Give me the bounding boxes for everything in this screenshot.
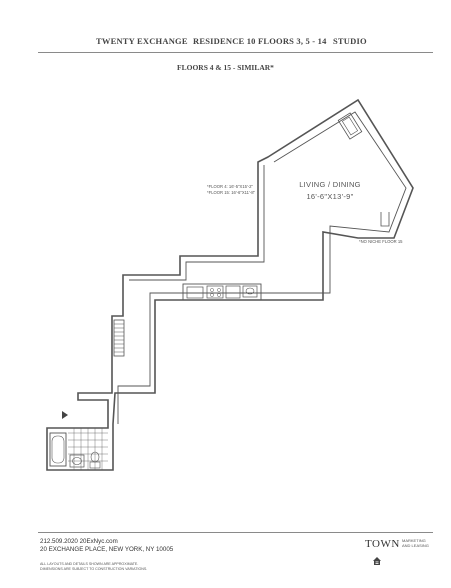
disclaimer-line-2: DIMENSIONS ARE SUBJECT TO CONSTRUCTION V… bbox=[40, 567, 148, 571]
entry-arrow-icon bbox=[62, 411, 68, 419]
residence-title: RESIDENCE 10 FLOORS 3, 5 - 14 bbox=[193, 36, 327, 46]
address-line: 20 EXCHANGE PLACE, NEW YORK, NY 10005 bbox=[40, 546, 174, 553]
unit-type: STUDIO bbox=[333, 36, 367, 46]
note-floor-15: *FLOOR 15: 16'-6"X11'-8" bbox=[207, 190, 256, 195]
brand-sub-1: MARKETING bbox=[402, 538, 426, 543]
room-name: LIVING / DINING bbox=[299, 180, 361, 189]
header-rule bbox=[38, 52, 433, 53]
contact-line: 212.509.2020 20ExNyc.com bbox=[40, 538, 118, 545]
building-name: TWENTY EXCHANGE bbox=[96, 36, 188, 46]
disclaimer-line-1: ALL LAYOUTS AND DETAILS SHOWN ARE APPROX… bbox=[40, 562, 139, 566]
inner-wall bbox=[117, 111, 407, 424]
equal-housing-icon bbox=[373, 557, 381, 565]
room-dimensions: 16'-6"X13'-9" bbox=[306, 192, 354, 201]
footer-rule bbox=[38, 532, 433, 533]
brand-logo: TOWN bbox=[365, 538, 400, 550]
note-niche: *NO NICHE FLOOR 15 bbox=[359, 239, 403, 244]
note-floor-4: *FLOOR 4: 16'-5"X15'-2" bbox=[207, 184, 254, 189]
outer-wall bbox=[46, 98, 414, 471]
floors-subtitle: FLOORS 4 & 15 - SIMILAR* bbox=[177, 63, 274, 72]
brand-sub-2: AND LEASING bbox=[402, 543, 429, 548]
